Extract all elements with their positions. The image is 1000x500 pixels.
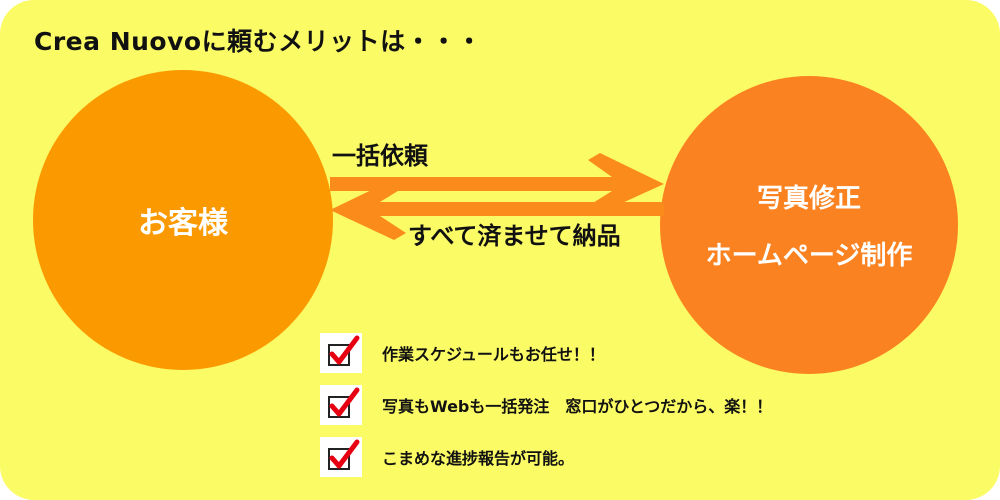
benefit-item: 写真もWebも一括発注 窓口がひとつだから、楽！！	[320, 385, 880, 425]
request-arrow	[330, 153, 664, 213]
benefit-item: 作業スケジュールもお任せ！！	[320, 333, 880, 373]
delivery-label: すべて済ませて納品	[408, 222, 621, 250]
checkbox-icon	[320, 437, 362, 477]
checkbox-icon	[320, 385, 362, 425]
delivery-arrow	[330, 179, 664, 240]
customer-node: お客様	[33, 70, 333, 370]
service-label-web: ホームページ制作	[705, 241, 913, 271]
benefit-text: 写真もWebも一括発注 窓口がひとつだから、楽！！	[382, 397, 773, 416]
service-node: 写真修正 ホームページ制作	[660, 76, 958, 374]
benefit-item: こまめな進捗報告が可能。	[320, 437, 880, 477]
customer-label: お客様	[138, 206, 228, 241]
request-label: 一括依頼	[332, 142, 428, 170]
service-label-photo: 写真修正	[756, 184, 861, 214]
benefit-text: こまめな進捗報告が可能。	[382, 449, 575, 468]
headline: Crea Nuovoに頼むメリットは・・・	[34, 27, 483, 56]
benefit-text: 作業スケジュールもお任せ！！	[382, 345, 605, 364]
checkbox-icon	[320, 333, 362, 373]
